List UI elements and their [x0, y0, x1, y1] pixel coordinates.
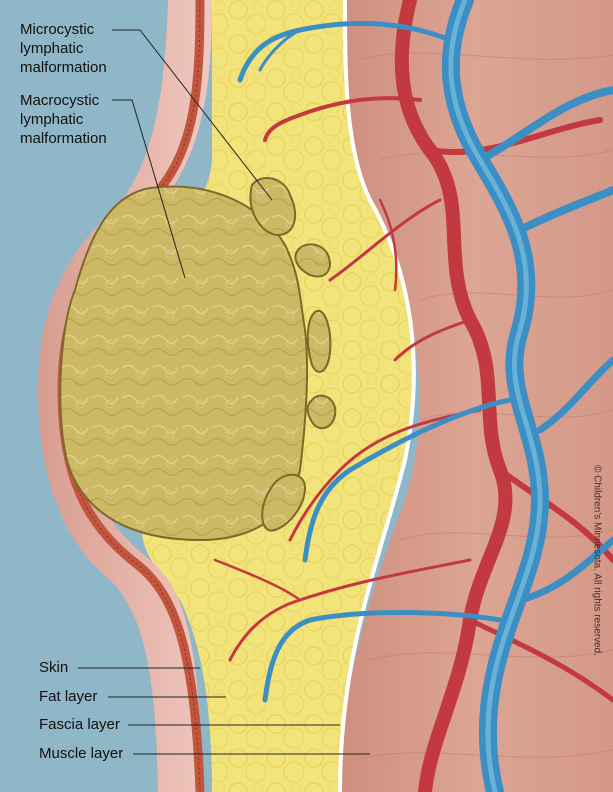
label-microcystic: Microcystic lymphatic malformation: [20, 21, 107, 76]
copyright-notice: © Children's Minnesota. All rights reser…: [591, 464, 603, 657]
leader-macrocystic: [112, 99, 186, 279]
macrocystic-malformation: [59, 185, 309, 542]
label-muscle-layer: Muscle layer: [39, 745, 124, 762]
label-fat-layer: Fat layer: [39, 688, 98, 705]
vein-highlights: [448, 0, 543, 792]
leader-microcystic: [112, 29, 273, 201]
label-fascia-layer: Fascia layer: [39, 716, 120, 733]
label-macrocystic: Macrocystic lymphatic malformation: [20, 92, 107, 147]
fascia-layer: [338, 0, 416, 792]
leader-lines: [78, 29, 370, 755]
label-skin: Skin: [39, 659, 69, 676]
skin-outer: [38, 0, 212, 792]
dermis-texture: [61, 0, 201, 792]
microcystic-malformations: [249, 176, 337, 532]
